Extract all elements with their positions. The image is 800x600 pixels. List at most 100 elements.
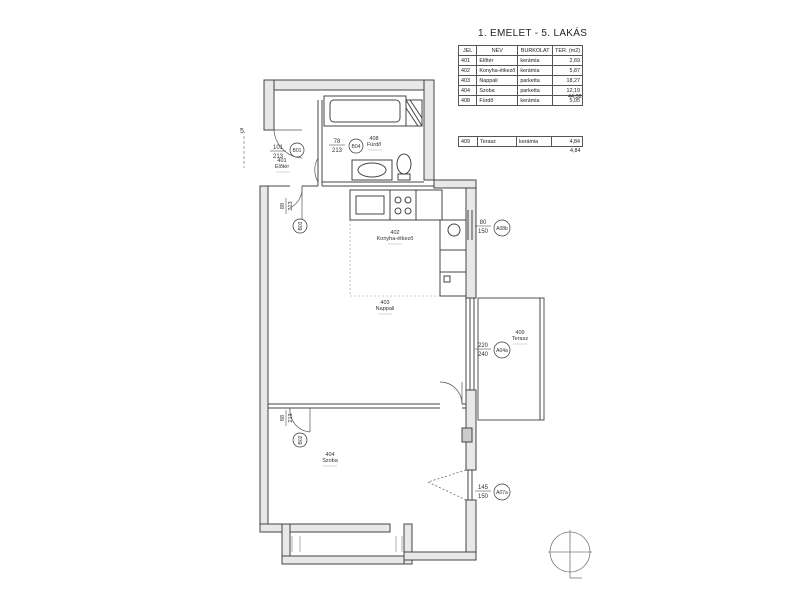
cooktop <box>389 189 417 221</box>
cell: 5,87 <box>552 65 583 76</box>
wall-west <box>259 185 269 533</box>
cell: Előtér <box>476 55 519 66</box>
door-b03-height: 213 <box>288 201 294 210</box>
wall-bath-east <box>423 79 435 181</box>
room-404-number: 404 <box>325 452 334 458</box>
table-row: 401 Előtér kerámia 2,69 <box>457 55 583 66</box>
wall-east-lower <box>465 499 477 561</box>
kitchen-side-counter <box>439 219 467 297</box>
cell: Terasz <box>477 136 517 147</box>
tag-a04a <box>493 341 511 359</box>
cell: 403 <box>457 75 478 86</box>
window-a04a-height: 240 <box>478 352 489 358</box>
header-terulet: TER. (m2) <box>552 45 583 56</box>
cell: Konyha-étkező <box>476 65 519 76</box>
toilet <box>396 153 412 175</box>
window-swing-a07a <box>427 469 467 501</box>
table-header-row: JEL NÉV BURKOLAT TER. (m2) <box>457 45 583 56</box>
table-row: 402 Konyha-étkező kerámia 5,87 <box>457 65 583 76</box>
room-403-number: 403 <box>380 300 389 306</box>
cell: 402 <box>457 65 478 76</box>
terrace-total: 4,84 <box>570 148 581 154</box>
header-nev: NÉV <box>476 45 519 56</box>
door-b03-width: 88 <box>280 203 286 209</box>
room-401-number: 401 <box>277 158 286 164</box>
tag-b02 <box>292 432 308 448</box>
table-row: 409 Terasz kerámia 4,84 <box>458 136 583 147</box>
tag-a04a-text: A04a <box>496 348 508 354</box>
tag-a07a-text: A07a <box>496 490 508 496</box>
door-swing-b02 <box>289 407 311 433</box>
room-402-name: Konyha-étkező <box>377 236 414 242</box>
terrace-table: 409 Terasz kerámia 4,84 <box>458 136 583 147</box>
wall-south-east <box>403 551 477 561</box>
table-row: 403 Nappali parketta 18,27 <box>457 75 583 86</box>
room-408-number: 408 <box>369 136 378 142</box>
wall-north <box>263 79 435 91</box>
cell: kerámia <box>517 65 554 76</box>
table-row: 404 Szoba parketta 12,19 <box>457 85 583 96</box>
window-a04a-width: 220 <box>478 343 489 349</box>
terrace-outline <box>477 297 545 421</box>
door-b02-width: 88 <box>280 415 286 421</box>
cell: 18,27 <box>552 75 583 86</box>
room-401-name: Előtér <box>275 164 290 170</box>
door-b04-height: 213 <box>332 148 343 154</box>
bath-sink <box>351 159 393 181</box>
cell: parketta <box>517 75 554 86</box>
cell: kerámia <box>516 136 552 147</box>
cell: parketta <box>517 85 554 96</box>
window-a08b-width: 80 <box>480 220 487 226</box>
room-schedule-table: JEL NÉV BURKOLAT TER. (m2) 401 Előtér ke… <box>457 45 583 106</box>
window-a07a-width: 145 <box>478 485 489 491</box>
tag-b03 <box>292 218 308 234</box>
tag-a08b-text: A08b <box>496 226 508 232</box>
kitchen-unit-2 <box>415 189 443 221</box>
cell: Fürdő <box>476 95 519 106</box>
north-arrow-icon <box>548 530 592 579</box>
room-402-number: 402 <box>390 230 399 236</box>
cell: 409 <box>458 136 478 147</box>
wall-entry-west-top <box>263 79 275 131</box>
door-b04-width: 78 <box>334 139 341 145</box>
room-408-name: Fürdő <box>367 142 381 148</box>
tag-b01-text: B01 <box>293 148 302 154</box>
room-404-name: Szoba <box>322 458 339 464</box>
header-jel: JEL <box>457 45 478 56</box>
tag-b04-text: B04 <box>352 144 361 150</box>
window-a07a-height: 150 <box>478 494 489 500</box>
plan-title: 1. EMELET - 5. LAKÁS <box>478 28 588 39</box>
tag-a07a <box>493 483 511 501</box>
tag-a08b <box>493 219 511 237</box>
tag-b04 <box>348 138 364 154</box>
rooms-total: 44,08 <box>568 94 582 100</box>
header-burkolat: BURKOLAT <box>517 45 554 56</box>
wall-east-upper <box>465 187 477 299</box>
room-403-name: Nappali <box>376 306 395 312</box>
room-409-name: Terasz <box>512 336 528 342</box>
wall-south <box>281 555 413 565</box>
wall-south-west <box>259 523 391 533</box>
door-swing-living <box>439 381 463 405</box>
kitchen-sink <box>447 223 461 237</box>
cell: 408 <box>457 95 478 106</box>
wall-kitchen-north <box>433 179 477 189</box>
window-a08b-height: 150 <box>478 229 489 235</box>
cell: 4,84 <box>551 136 583 147</box>
door-b01-width: 101 <box>273 145 284 151</box>
tag-b03-text: B03 <box>298 221 304 230</box>
door-b01-height: 213 <box>273 154 284 160</box>
tag-b02-text: B02 <box>298 435 304 444</box>
door-swing-entry <box>273 129 303 159</box>
tag-b01 <box>289 142 305 158</box>
shower <box>405 99 423 127</box>
cell: kerámia <box>517 55 554 66</box>
room-409-number: 409 <box>515 330 524 336</box>
cell: 404 <box>457 85 478 96</box>
table-row: 408 Fürdő kerámia 5,05 <box>457 95 583 106</box>
cell: Szoba <box>476 85 519 96</box>
cell: Nappali <box>476 75 519 86</box>
entry-marker: 5. <box>240 128 246 135</box>
cell: 5,05 <box>552 95 583 106</box>
